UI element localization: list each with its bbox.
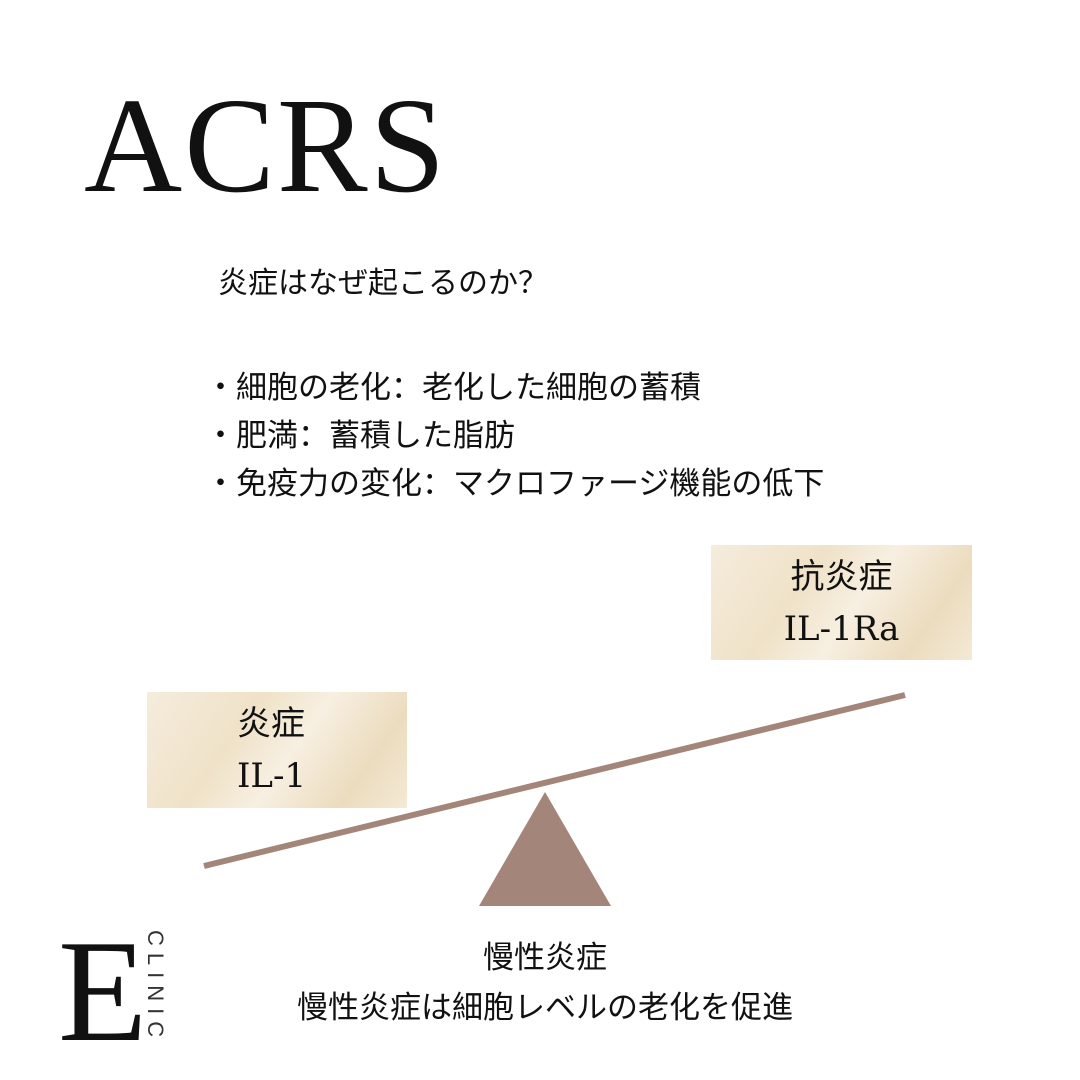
inflammation-card: 炎症 IL-1 [147,692,407,808]
scale-beam [203,692,906,869]
question-heading: 炎症はなぜ起こるのか？ [218,266,548,301]
inflam-card-code: IL-1 [237,756,307,796]
page-title: ACRS [84,71,448,221]
bullet-item: ・免疫力の変化：マクロファージ機能の低下 [205,466,825,502]
inflam-card-label: 炎症 [237,704,305,744]
logo-letter: E [58,910,148,1072]
anti-card-code: IL-1Ra [783,608,900,649]
anti-card-label: 抗炎症 [790,556,893,597]
caption-text: 慢性炎症は細胞レベルの老化を促進 [297,990,793,1026]
scale-fulcrum [479,792,611,906]
logo-word: CLINIC [143,930,168,1045]
anti-inflammation-card: 抗炎症 IL-1Ra [711,545,972,660]
bullet-item: ・細胞の老化：老化した細胞の蓄積 [205,370,701,406]
caption-title: 慢性炎症 [483,940,607,976]
bullet-item: ・肥満：蓄積した脂肪 [205,418,515,454]
